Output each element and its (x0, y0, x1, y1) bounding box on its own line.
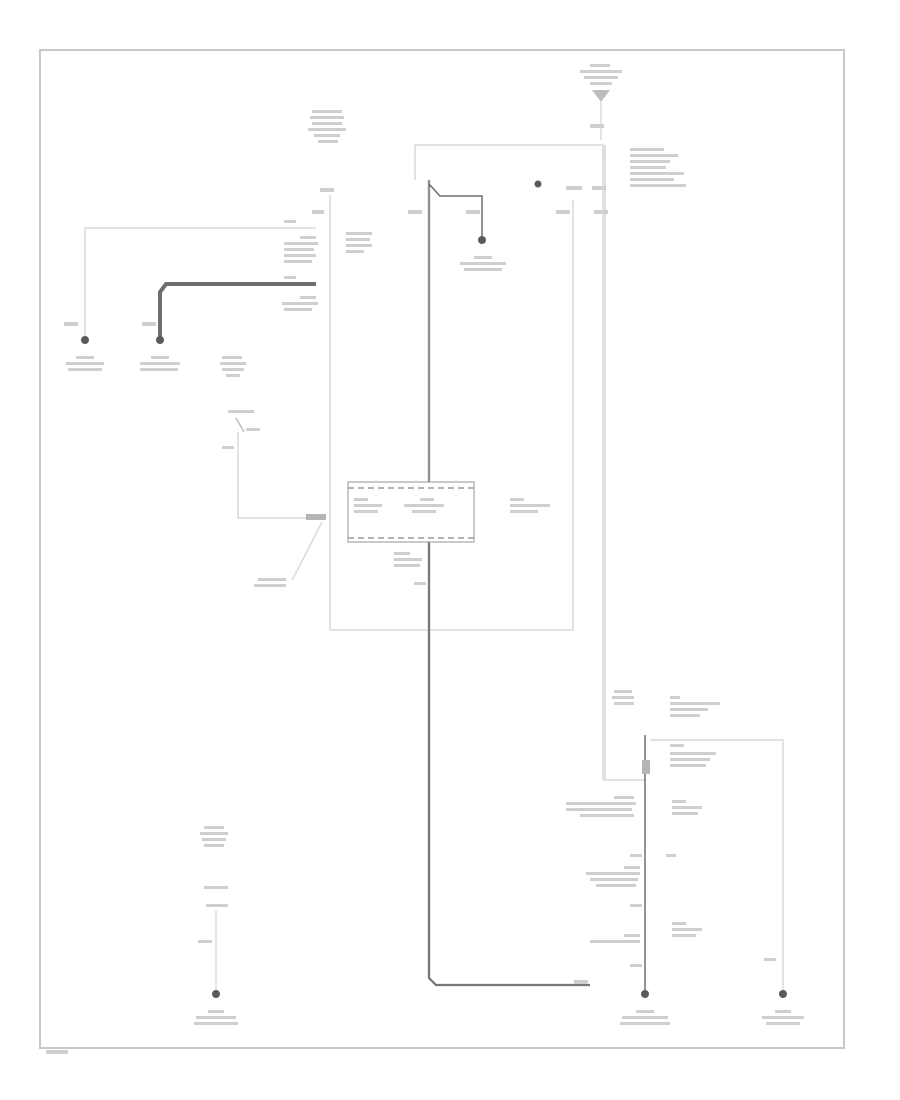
wire-switch (237, 432, 326, 519)
label-ground-bottom-center (620, 1010, 670, 1025)
label-left-1 (66, 356, 104, 371)
diagram-frame (39, 49, 845, 1049)
ground-icon (212, 990, 220, 998)
wire-branch-top (428, 183, 483, 238)
label-left-2 (140, 356, 180, 371)
footer-code-mark (46, 1050, 68, 1054)
wire-right-ground (650, 739, 784, 990)
connector-boundary-top (414, 144, 604, 180)
module-label-top-center (308, 110, 346, 214)
label-connector-callout (254, 578, 286, 587)
splice-node-icon (156, 336, 164, 344)
label-bottom-left-component (198, 826, 228, 943)
label-sensor (220, 356, 246, 377)
wire-main-lower (427, 542, 590, 987)
pin-labels-right (566, 744, 776, 967)
fuse-icon (592, 90, 610, 102)
label-ground-bottom-left (194, 1010, 238, 1025)
module-label-bottom-right (612, 690, 720, 717)
module-label-top-right (630, 148, 686, 187)
central-module (347, 481, 475, 543)
switch-icon (222, 410, 260, 449)
callout-leader (291, 521, 323, 581)
splice-node-icon (478, 236, 486, 244)
ground-icon (779, 990, 787, 998)
label-top-ground (460, 256, 506, 271)
module-outline (330, 200, 574, 631)
label-ground-bottom-right (762, 1010, 804, 1025)
splice-node-icon (534, 180, 542, 188)
wire-left-2 (158, 282, 316, 338)
power-source-top (580, 64, 622, 140)
central-module-labels (354, 498, 550, 585)
ground-icon (641, 990, 649, 998)
pin-labels-left (282, 220, 372, 311)
splice-node-icon (81, 336, 89, 344)
wire-left-1 (84, 227, 316, 338)
